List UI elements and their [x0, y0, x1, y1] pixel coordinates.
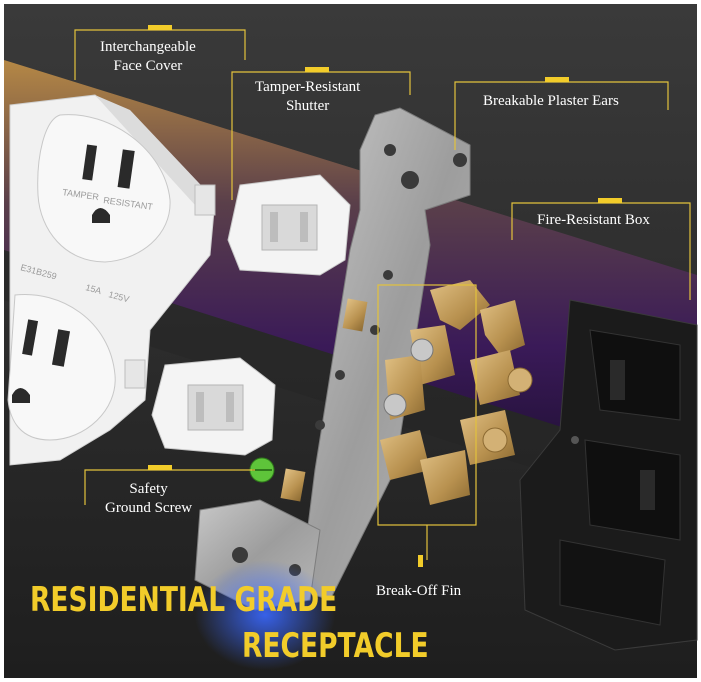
callout-fire-resistant-box: Fire-Resistant Box: [537, 212, 650, 228]
brass-contacts: [380, 280, 533, 505]
callout-ground-screw-line-1: Safety: [129, 481, 168, 497]
tamper-resistant-shutter-lower: [151, 357, 276, 456]
ground-screw: [249, 457, 275, 483]
outlet-face-cover: [7, 94, 216, 466]
callout-shutter-line-2: Shutter: [285, 98, 330, 114]
blue-glow: [195, 560, 335, 670]
headline-line-1: RESIDENTIAL GRADE: [30, 580, 338, 620]
outlet-marking-rating-1: 15A: [84, 282, 102, 296]
headline-line-2: RECEPTACLE: [242, 626, 429, 666]
callout-face-cover-line-1: Interchangeable: [100, 39, 196, 55]
callout-markers: [148, 25, 622, 567]
callout-face-cover-line-2: Face Cover: [113, 58, 183, 74]
callout-shutter-line-1: Tamper-Resistant: [255, 79, 361, 95]
tamper-resistant-shutter-upper: [227, 174, 351, 276]
callout-ground-screw-line-2: Ground Screw: [105, 500, 193, 516]
fire-resistant-box: [519, 299, 698, 651]
callout-break-off-fin: Break-Off Fin: [376, 583, 462, 599]
callout-plaster-ears: Breakable Plaster Ears: [483, 93, 619, 109]
